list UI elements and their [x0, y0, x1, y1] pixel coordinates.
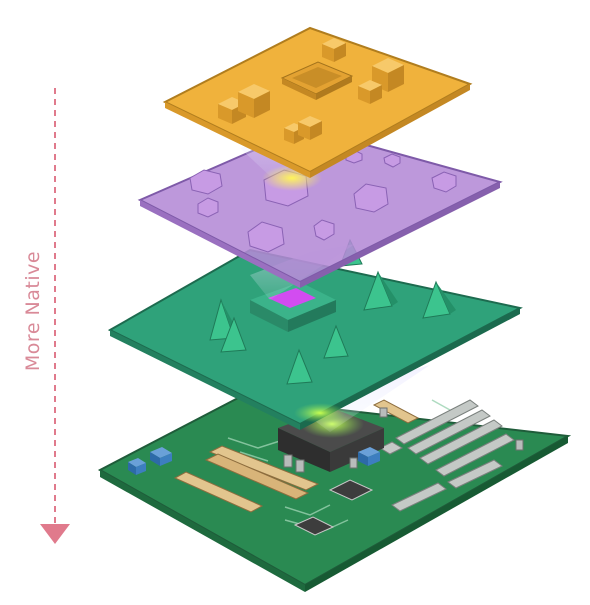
purple-layer	[137, 126, 503, 288]
hex-bumps	[189, 149, 457, 253]
green-terrain-layer	[107, 238, 523, 430]
green-base-block	[250, 282, 336, 332]
pyramid-trees	[209, 238, 456, 385]
motherboard-layer	[97, 396, 572, 592]
orange-socket	[280, 61, 354, 100]
chip-small	[328, 479, 374, 501]
pci-slots	[378, 399, 515, 512]
top-orange-layer	[162, 26, 473, 178]
blue-ports	[128, 447, 380, 475]
orange-blocks	[218, 38, 404, 144]
ram-slots	[173, 399, 420, 513]
chip-small	[293, 516, 335, 536]
more-native-arrow	[40, 88, 70, 544]
more-native-label: More Native	[22, 250, 44, 372]
